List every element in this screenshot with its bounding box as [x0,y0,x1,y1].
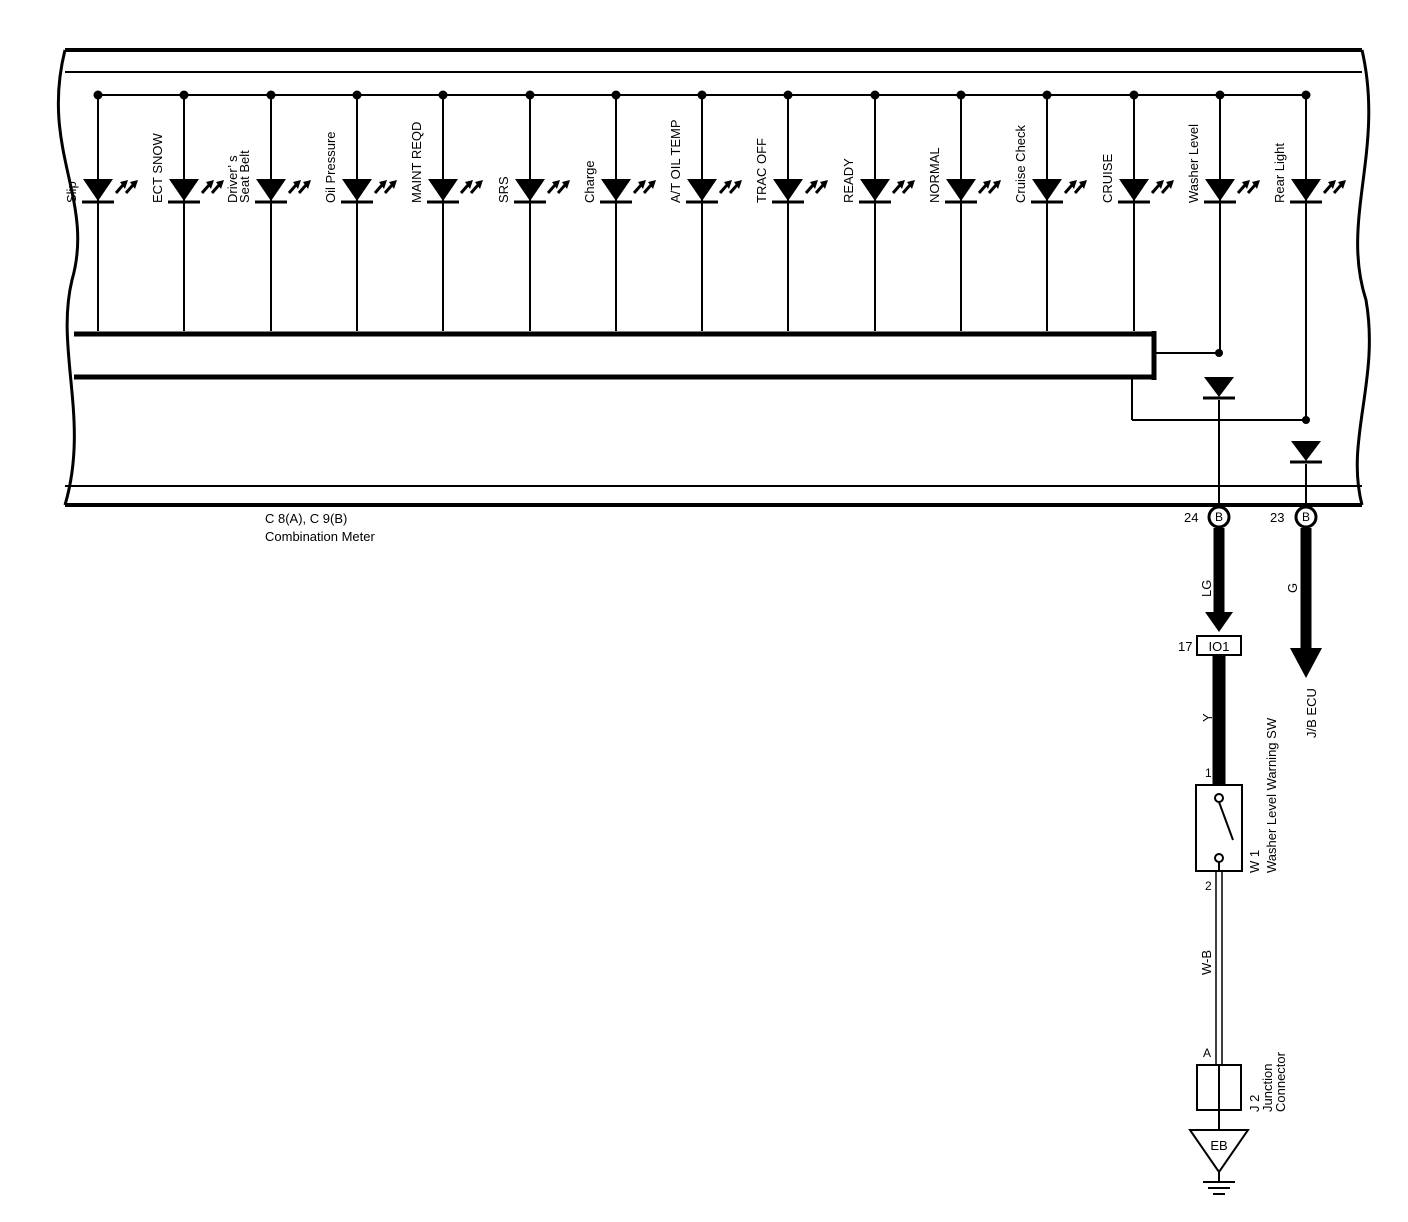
common-bar [74,331,1157,380]
io1-pin-number: 17 [1178,639,1192,654]
indicator-label: Cruise Check [1013,124,1028,203]
pin-23-connector [1294,505,1318,529]
led-icon [427,179,483,204]
wire-lg-label: LG [1199,580,1214,597]
indicator-13: Washer Level [1186,90,1260,353]
led-icon [1290,179,1346,204]
io1-label: IO1 [1209,639,1230,654]
io1-connector-box [1196,635,1242,656]
wire-g [1290,528,1322,678]
indicator-7: A/T OIL TEMP [668,90,742,331]
ground-symbol [1203,1172,1235,1195]
indicator-label-line2: Seat Belt [237,150,252,203]
indicator-label: TRAC OFF [754,138,769,203]
switch-name: Washer Level Warning SW [1264,717,1279,873]
led-icon [1031,179,1087,204]
wire-g-label: G [1285,583,1300,593]
meter-connector-label: C 8(A), C 9(B) [265,511,347,526]
indicator-1: ECT SNOW [150,90,224,331]
led-icon [341,179,397,204]
j2-pin: A [1203,1046,1211,1060]
indicator-3: Oil Pressure [323,90,397,331]
ground-triangle [1188,1129,1250,1174]
indicator-12: CRUISE [1100,90,1174,331]
indicator-label: Driver’ s [225,155,240,203]
j2-name-line1: Junction [1260,1064,1275,1112]
pin-24-connector-label: B [1215,510,1223,524]
switch-pin-top: 1 [1205,766,1212,780]
indicator-label: A/T OIL TEMP [668,119,683,203]
indicator-8: TRAC OFF [754,90,828,331]
indicator-label: ECT SNOW [150,132,165,203]
led-icon [255,179,311,204]
led-icon [686,179,742,204]
j2-name-line2: Connector [1273,1051,1288,1112]
indicator-label: NORMAL [927,147,942,203]
indicator-label: Oil Pressure [323,131,338,203]
led-icon [772,179,828,204]
junction-dot [1215,349,1223,357]
indicator-label: CRUISE [1100,154,1115,203]
indicator-6: Charge [582,90,656,331]
wire-wb [1215,871,1223,1065]
pin-23-connector-label: B [1302,510,1310,524]
indicator-9: READY [841,90,915,331]
indicator-label: SRS [496,176,511,203]
indicator-label: Rear Light [1272,143,1287,203]
indicator-0: Slip [64,90,138,331]
jb-ecu-label: J/B ECU [1304,688,1319,738]
led-icon [514,179,570,204]
indicator-label: Charge [582,160,597,203]
switch-pin-bottom: 2 [1205,879,1212,893]
indicator-4: MAINT REQD [409,90,483,331]
pin-24-connector [1207,505,1231,529]
indicator-label: READY [841,158,856,203]
wire-y-label: Y [1200,713,1215,722]
diode-rear [1290,441,1322,464]
combination-meter-outline [56,48,1371,507]
led-icon [82,179,138,204]
indicator-11: Cruise Check [1013,90,1087,331]
led-icon [1118,179,1174,204]
indicator-label: Slip [64,181,79,203]
indicator-14: Rear Light [1272,90,1346,420]
led-icon [168,179,224,204]
diode-network [1131,352,1307,508]
ground-label: EB [1210,1138,1227,1153]
diode-washer [1203,377,1235,400]
pin-23-number: 23 [1270,510,1284,525]
indicator-10: NORMAL [927,90,1001,331]
switch-code: W 1 [1247,850,1262,873]
washer-level-switch [1195,784,1243,872]
wire-lg [1205,528,1233,632]
led-icon [1204,179,1260,204]
junction-dot [1302,416,1310,424]
indicator-label: MAINT REQD [409,122,424,203]
led-icon [859,179,915,204]
j2-code: J 2 [1247,1095,1262,1112]
led-icon [945,179,1001,204]
indicator-5: SRS [496,90,570,331]
led-icon [600,179,656,204]
wire-wb-label: W-B [1199,950,1214,975]
meter-name: Combination Meter [265,529,375,544]
indicator-label: Washer Level [1186,124,1201,203]
pin-24-number: 24 [1184,510,1198,525]
